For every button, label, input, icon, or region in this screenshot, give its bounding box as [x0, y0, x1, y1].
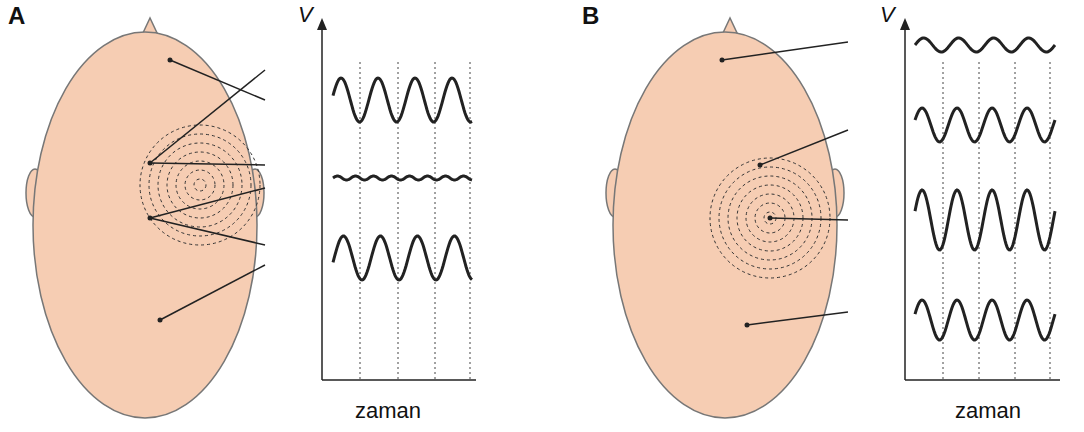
eeg-wave: [333, 176, 472, 180]
eeg-wave: [915, 300, 1055, 340]
eeg-wave: [333, 236, 472, 280]
time-gridline: [435, 62, 436, 380]
head-figure: [26, 18, 264, 418]
electrode-wire: [150, 70, 265, 163]
field-circle: [158, 143, 242, 227]
electrode: [148, 161, 153, 166]
eeg-wave: [333, 78, 472, 122]
field-circle: [140, 125, 260, 245]
electrode: [148, 216, 153, 221]
time-gridline: [470, 62, 471, 380]
field-circle: [710, 158, 830, 278]
electrode-wire: [747, 312, 848, 325]
field-circle: [185, 170, 215, 200]
field-circle: [176, 161, 224, 209]
time-axis: [322, 379, 476, 381]
electrode: [158, 318, 163, 323]
electrode: [768, 216, 773, 221]
electrode-wire: [770, 218, 848, 220]
electrode-wire: [150, 163, 265, 165]
v-axis: [321, 22, 323, 380]
electrode-wire: [722, 42, 848, 60]
eeg-wave: [915, 190, 1055, 250]
head-figure: [606, 18, 844, 418]
electrode: [720, 58, 725, 63]
electrode-wire: [150, 218, 265, 245]
electrode: [168, 58, 173, 63]
scalp: [613, 32, 837, 418]
time-axis: [905, 379, 1060, 381]
electrode-wire: [760, 130, 848, 165]
scalp: [33, 32, 257, 418]
field-circle: [728, 176, 812, 260]
eeg-wave: [915, 108, 1055, 142]
electrode-wire: [150, 188, 265, 218]
eeg-wave: [915, 38, 1055, 52]
field-circle: [719, 167, 821, 269]
electrode: [758, 163, 763, 168]
axis-label: V: [298, 4, 313, 26]
field-circle: [167, 152, 233, 218]
panel-letter: B: [582, 4, 599, 28]
time-gridline: [398, 62, 399, 380]
panel-letter: A: [8, 4, 25, 28]
axis-arrow: [900, 18, 910, 30]
axis-arrow: [317, 18, 327, 30]
electrode: [745, 323, 750, 328]
electrode-wire: [170, 60, 265, 100]
axis-label: zaman: [955, 400, 1021, 422]
field-circle: [194, 179, 206, 191]
time-gridline: [360, 62, 361, 380]
axis-label: zaman: [355, 400, 421, 422]
electrode-wire: [160, 265, 265, 320]
v-axis: [904, 22, 906, 380]
axis-label: V: [880, 4, 895, 26]
